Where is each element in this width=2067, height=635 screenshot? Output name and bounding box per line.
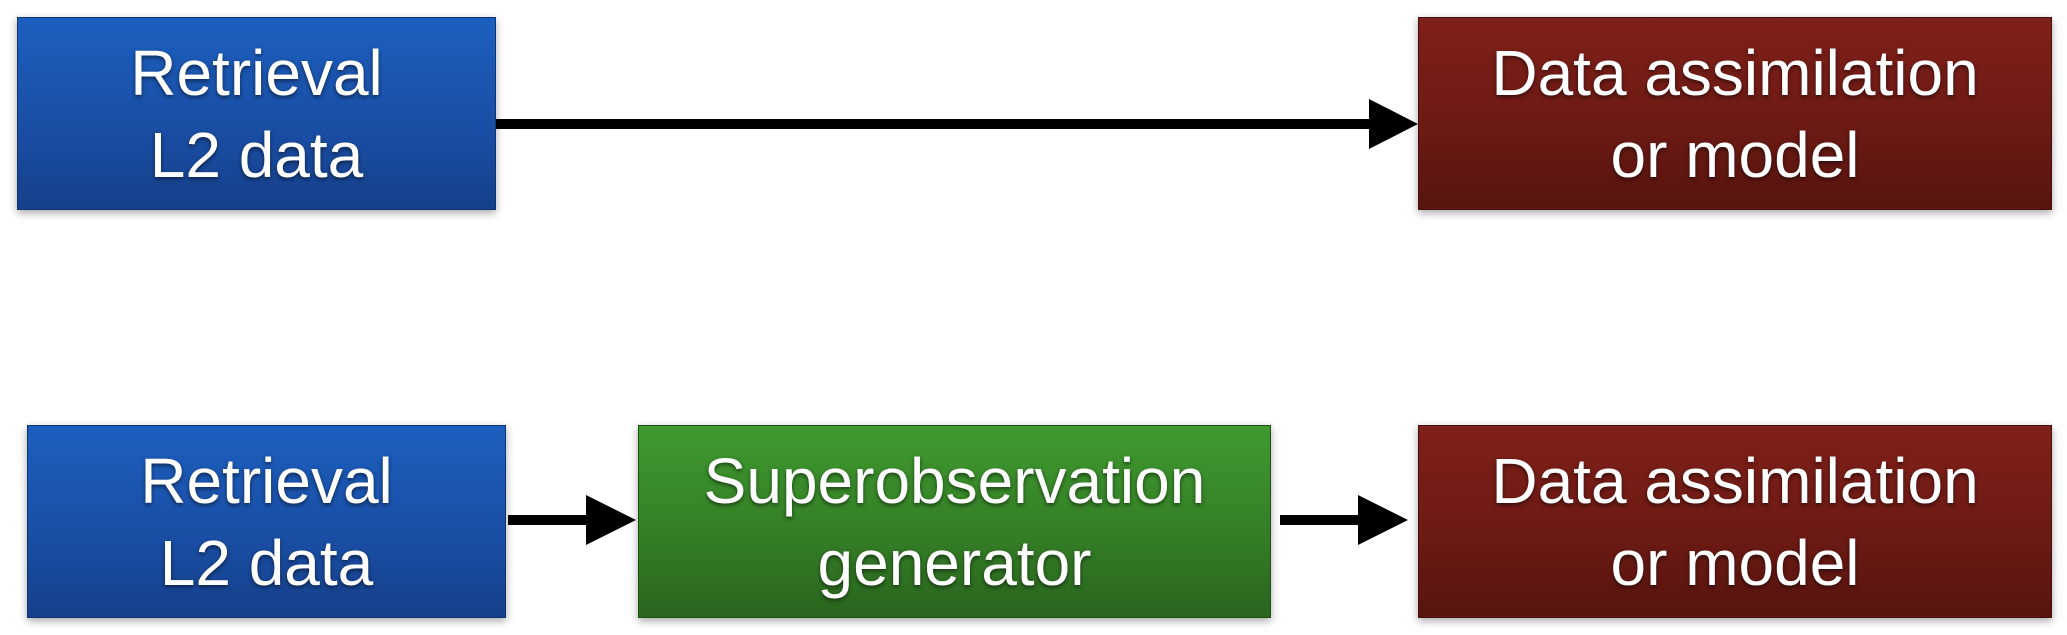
box-label-line1: Retrieval	[130, 36, 383, 109]
data-assimilation-box-top: Data assimilation or model	[1418, 17, 2052, 210]
box-label-line1: Data assimilation	[1491, 36, 1979, 109]
box-label-line1: Superobservation	[703, 444, 1206, 517]
superobservation-generator-box: Superobservation generator	[638, 425, 1271, 618]
arrow-retrieval-to-assimilation-top	[492, 99, 1418, 149]
box-label-line2: L2 data	[159, 526, 374, 599]
arrow-retrieval-to-superobservation	[508, 495, 636, 545]
box-label-line2: or model	[1610, 526, 1860, 599]
retrieval-l2-data-box-bottom: Retrieval L2 data	[27, 425, 506, 618]
box-label-line2: L2 data	[149, 118, 364, 191]
box-label-line2: or model	[1610, 118, 1860, 191]
arrow-superobservation-to-assimilation	[1280, 495, 1408, 545]
box-label-line1: Retrieval	[140, 444, 393, 517]
box-label-line2: generator	[817, 526, 1092, 599]
box-label-line1: Data assimilation	[1491, 444, 1979, 517]
retrieval-l2-data-box-top: Retrieval L2 data	[17, 17, 496, 210]
data-assimilation-box-bottom: Data assimilation or model	[1418, 425, 2052, 618]
